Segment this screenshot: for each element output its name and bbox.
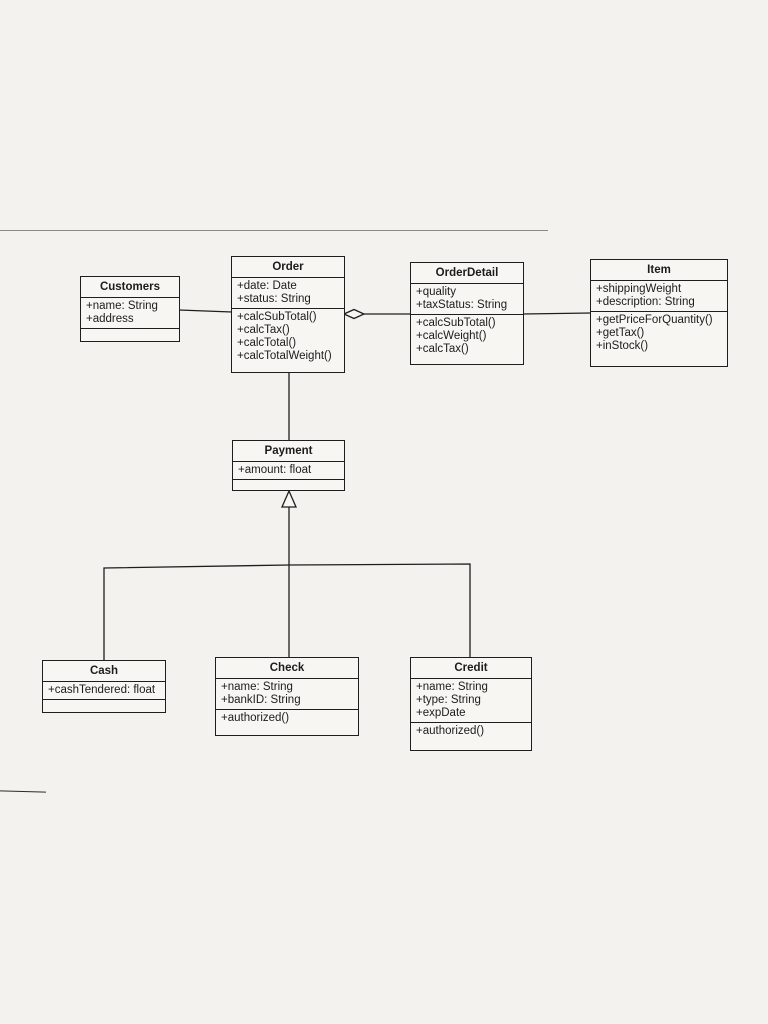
- generalization-branch-cash: [103, 564, 290, 660]
- attributes-compartment: +cashTendered: float: [43, 682, 165, 700]
- page-top-rule: [0, 230, 548, 231]
- operations-compartment: +calcSubTotal()+calcWeight()+calcTax(): [411, 315, 523, 358]
- class-order[interactable]: Order+date: Date+status: String+calcSubT…: [231, 256, 345, 373]
- generalization-triangle-icon: [281, 489, 297, 508]
- class-customers[interactable]: Customers+name: String+address: [80, 276, 180, 342]
- operation-line: +calcSubTotal(): [237, 311, 317, 323]
- class-name: OrderDetail: [411, 263, 523, 284]
- operation-line: +authorized(): [221, 712, 290, 724]
- attributes-compartment: +name: String+bankID: String: [216, 679, 358, 710]
- attribute-line: +name: String: [86, 300, 158, 312]
- class-name: Customers: [81, 277, 179, 298]
- class-item[interactable]: Item+shippingWeight+description: String+…: [590, 259, 728, 367]
- operations-compartment: +authorized(): [411, 723, 531, 740]
- operation-line: +getPriceForQuantity(): [596, 314, 713, 326]
- generalization-branch-credit: [288, 563, 471, 657]
- attributes-compartment: +name: String+type: String+expDate: [411, 679, 531, 723]
- attribute-line: +amount: float: [238, 464, 312, 476]
- class-name: Order: [232, 257, 344, 278]
- attribute-line: +shippingWeight: [596, 283, 682, 295]
- attribute-line: +bankID: String: [221, 694, 301, 706]
- operation-line: +calcTotal(): [237, 337, 297, 349]
- operations-compartment: +calcSubTotal()+calcTax()+calcTotal()+ca…: [232, 309, 344, 365]
- attribute-line: +date: Date: [237, 280, 297, 292]
- operation-line: +inStock(): [596, 340, 649, 352]
- attribute-line: +expDate: [416, 707, 466, 719]
- attribute-line: +name: String: [416, 681, 488, 693]
- attribute-line: +status: String: [237, 293, 311, 305]
- operations-compartment: [233, 480, 344, 490]
- class-name: Cash: [43, 661, 165, 682]
- attributes-compartment: +quality+taxStatus: String: [411, 284, 523, 315]
- class-check[interactable]: Check+name: String+bankID: String+author…: [215, 657, 359, 736]
- aggregation-diamond-icon: [342, 308, 366, 320]
- attributes-compartment: +shippingWeight+description: String: [591, 281, 727, 312]
- operation-line: +calcWeight(): [416, 330, 487, 342]
- operation-line: +calcTax(): [237, 324, 290, 336]
- class-name: Check: [216, 658, 358, 679]
- operation-line: +calcSubTotal(): [416, 317, 496, 329]
- operations-compartment: [43, 700, 165, 710]
- attribute-line: +description: String: [596, 296, 695, 308]
- class-credit[interactable]: Credit+name: String+type: String+expDate…: [410, 657, 532, 751]
- attribute-line: +quality: [416, 286, 456, 298]
- operations-compartment: [81, 329, 179, 339]
- operations-compartment: +getPriceForQuantity()+getTax()+inStock(…: [591, 312, 727, 355]
- operation-line: +calcTax(): [416, 343, 469, 355]
- attribute-line: +type: String: [416, 694, 481, 706]
- attribute-line: +address: [86, 313, 134, 325]
- operations-compartment: +authorized(): [216, 710, 358, 727]
- class-cash[interactable]: Cash +cashTendered: float: [42, 660, 166, 713]
- class-name: Payment: [233, 441, 344, 462]
- class-name: Item: [591, 260, 727, 281]
- class-name: Credit: [411, 658, 531, 679]
- attribute-line: +cashTendered: float: [48, 684, 156, 696]
- attribute-line: +taxStatus: String: [416, 299, 508, 311]
- attributes-compartment: +date: Date+status: String: [232, 278, 344, 309]
- attributes-compartment: +name: String+address: [81, 298, 179, 329]
- operation-line: +authorized(): [416, 725, 485, 737]
- class-order-detail[interactable]: OrderDetail+quality+taxStatus: String+ca…: [410, 262, 524, 365]
- class-payment[interactable]: Payment +amount: float: [232, 440, 345, 491]
- attributes-compartment: +amount: float: [233, 462, 344, 480]
- association-orderdetail-item: [522, 312, 592, 315]
- operation-line: +calcTotalWeight(): [237, 350, 332, 362]
- association-customers-order: [178, 309, 233, 313]
- operation-line: +getTax(): [596, 327, 645, 339]
- attribute-line: +name: String: [221, 681, 293, 693]
